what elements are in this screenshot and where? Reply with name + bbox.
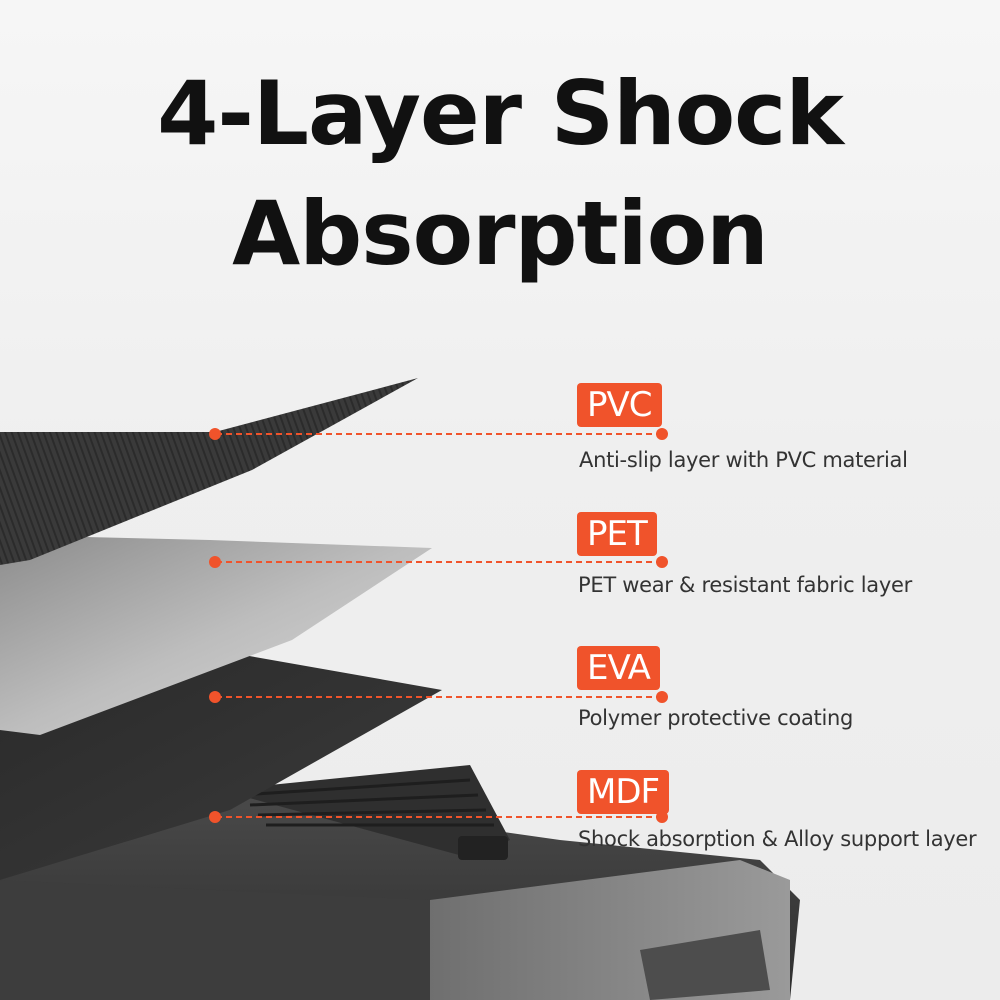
pet-description: PET wear & resistant fabric layer xyxy=(578,573,912,597)
eva-left-dot xyxy=(209,691,221,703)
pvc-left-dot xyxy=(209,428,221,440)
pet-left-dot xyxy=(209,556,221,568)
pet-layer xyxy=(0,535,432,735)
eva-right-dot xyxy=(656,691,668,703)
mdf-right-dot xyxy=(656,811,668,823)
eva-callout-line xyxy=(216,696,662,698)
pvc-description: Anti-slip layer with PVC material xyxy=(579,448,908,472)
pvc-layer xyxy=(0,378,418,565)
mdf-description: Shock absorption & Alloy support layer xyxy=(578,827,977,851)
mdf-base-layer xyxy=(0,765,800,1000)
page-title-line-2: Absorption xyxy=(232,182,769,285)
mdf-tag: MDF xyxy=(577,770,670,814)
pet-right-dot xyxy=(656,556,668,568)
page-title-line-1: 4-Layer Shock xyxy=(157,62,844,165)
pet-callout-line xyxy=(216,561,662,563)
eva-tag: EVA xyxy=(577,646,660,690)
pvc-right-dot xyxy=(656,428,668,440)
eva-description: Polymer protective coating xyxy=(578,706,854,730)
pvc-tag: PVC xyxy=(577,383,662,427)
mdf-callout-line xyxy=(216,816,662,818)
pvc-callout-line xyxy=(216,433,662,435)
pet-tag: PET xyxy=(577,512,657,556)
mdf-left-dot xyxy=(209,811,221,823)
